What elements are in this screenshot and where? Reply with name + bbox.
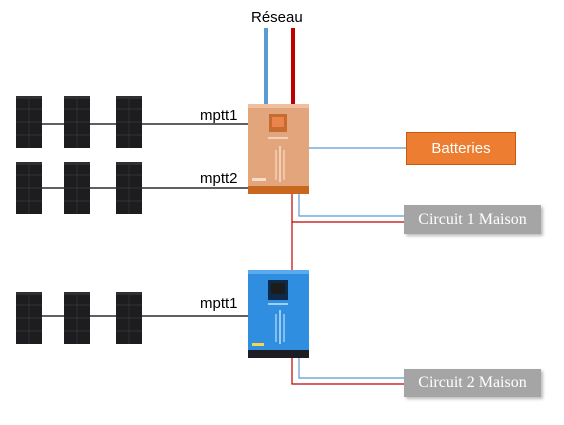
circuit1-wire-blue	[298, 194, 404, 217]
solar-panel	[15, 95, 43, 149]
circuit2-box: Circuit 2 Maison	[404, 369, 541, 397]
circuit1-box: Circuit 1 Maison	[404, 205, 541, 234]
inverter-bottom	[248, 270, 309, 358]
circuit1-wire-red	[291, 194, 404, 223]
inverter-top	[248, 104, 309, 194]
mppt-label: mptt1	[200, 107, 238, 124]
circuit2-wire-red	[291, 358, 404, 385]
batteries-box: Batteries	[406, 132, 516, 165]
solar-panel	[115, 291, 143, 345]
solar-panel	[115, 161, 143, 215]
solar-panel	[115, 95, 143, 149]
solar-panel	[15, 291, 43, 345]
solar-panel	[63, 161, 91, 215]
solar-panel	[15, 161, 43, 215]
mppt-label: mptt2	[200, 170, 238, 187]
mppt-label: mptt1	[200, 295, 238, 312]
solar-panel	[63, 291, 91, 345]
circuit2-wire-blue	[298, 358, 404, 379]
solar-panel	[63, 95, 91, 149]
grid-label: Réseau	[251, 9, 303, 26]
